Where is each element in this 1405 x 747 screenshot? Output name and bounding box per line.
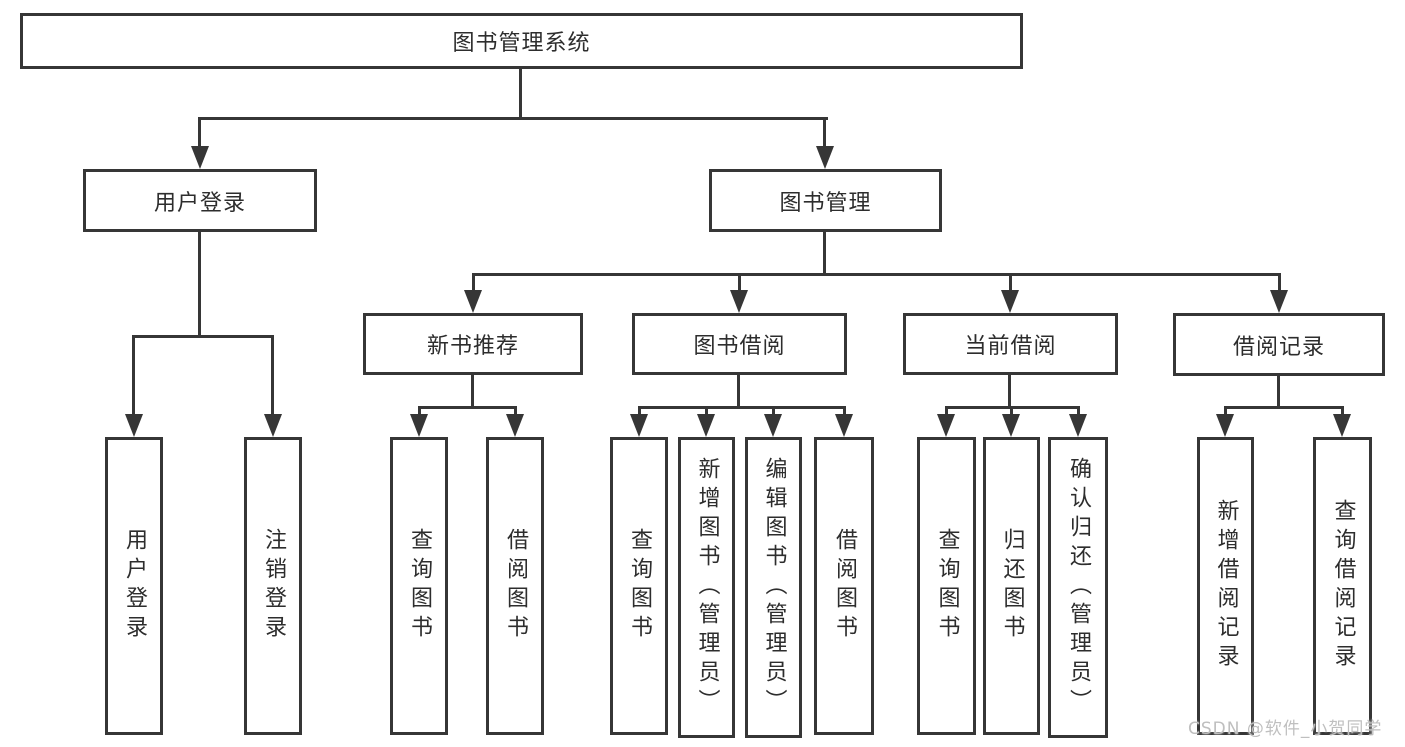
leaf-add-borrow-record: 新增借阅记录 — [1197, 437, 1254, 735]
arrowhead-icon — [506, 414, 524, 437]
arrowhead-icon — [191, 146, 209, 169]
arrowhead-icon — [1270, 290, 1288, 313]
arrowhead-icon — [125, 414, 143, 437]
node-label: 编辑图书（管理员） — [761, 457, 787, 718]
node-label: 新书推荐 — [426, 334, 519, 359]
leaf-query-books-current: 查询图书 — [917, 437, 976, 735]
node-label: 用户登录 — [122, 528, 147, 644]
node-new-book-recommendation: 新书推荐 — [363, 313, 583, 375]
connector-line — [418, 406, 421, 420]
connector-line — [737, 375, 740, 406]
connector-line — [638, 406, 641, 420]
arrowhead-icon — [1001, 290, 1019, 313]
connector-line — [823, 117, 826, 152]
connector-line — [472, 273, 1281, 276]
node-label: 查询图书 — [934, 528, 960, 644]
connector-line — [772, 406, 775, 420]
connector-line — [418, 406, 517, 409]
connector-line — [1008, 375, 1011, 406]
connector-line — [1077, 406, 1080, 420]
connector-line — [514, 406, 517, 420]
connector-line — [705, 406, 708, 420]
connector-line — [1277, 376, 1280, 406]
connector-line — [1224, 406, 1227, 420]
node-label: 新增借阅记录 — [1213, 499, 1239, 673]
connector-line — [198, 117, 828, 120]
connector-line — [472, 273, 475, 295]
leaf-return-books: 归还图书 — [983, 437, 1040, 735]
node-label: 图书管理系统 — [452, 31, 591, 56]
node-label: 当前借阅 — [964, 334, 1057, 359]
connector-line — [1009, 273, 1012, 295]
leaf-add-books-admin: 新增图书（管理员） — [678, 437, 735, 738]
node-book-borrowing: 图书借阅 — [632, 313, 847, 375]
node-root-library-management-system: 图书管理系统 — [20, 13, 1023, 69]
arrowhead-icon — [1216, 414, 1234, 437]
arrowhead-icon — [264, 414, 282, 437]
node-label: 查询图书 — [407, 528, 432, 644]
leaf-query-books-newbook: 查询图书 — [390, 437, 448, 735]
node-user-login-module: 用户登录 — [83, 169, 317, 232]
arrowhead-icon — [764, 414, 782, 437]
connector-line — [1341, 406, 1344, 420]
connector-line — [945, 406, 948, 420]
connector-line — [823, 232, 826, 273]
node-label: 注销登录 — [261, 528, 286, 644]
node-label: 查询图书 — [627, 528, 652, 644]
connector-line — [843, 406, 846, 420]
connector-line — [638, 406, 846, 409]
connector-line — [198, 117, 201, 152]
leaf-borrow-books-borrow: 借阅图书 — [814, 437, 874, 735]
leaf-user-login: 用户登录 — [105, 437, 163, 735]
node-label: 确认归还（管理员） — [1066, 457, 1091, 718]
node-borrowing-records: 借阅记录 — [1173, 313, 1385, 376]
connector-line — [471, 375, 474, 406]
connector-line — [738, 273, 741, 295]
arrowhead-icon — [697, 414, 715, 437]
arrowhead-icon — [464, 290, 482, 313]
node-label: 借阅记录 — [1232, 334, 1325, 360]
arrowhead-icon — [630, 414, 648, 437]
node-label: 查询借阅记录 — [1330, 499, 1356, 673]
connector-line — [132, 335, 274, 338]
arrowhead-icon — [730, 290, 748, 313]
leaf-confirm-return-admin: 确认归还（管理员） — [1048, 437, 1108, 738]
leaf-edit-books-admin: 编辑图书（管理员） — [745, 437, 802, 738]
connector-line — [1224, 406, 1344, 409]
arrowhead-icon — [835, 414, 853, 437]
connector-line — [519, 69, 522, 117]
node-label: 用户登录 — [153, 190, 246, 216]
connector-line — [132, 335, 135, 419]
arrowhead-icon — [1002, 414, 1020, 437]
node-current-borrowing: 当前借阅 — [903, 313, 1118, 375]
arrowhead-icon — [937, 414, 955, 437]
node-label: 借阅图书 — [832, 528, 857, 644]
arrowhead-icon — [1069, 414, 1087, 437]
connector-line — [1010, 406, 1013, 420]
connector-line — [198, 232, 201, 335]
leaf-borrow-books-newbook: 借阅图书 — [486, 437, 544, 735]
leaf-logout: 注销登录 — [244, 437, 302, 735]
node-book-management-module: 图书管理 — [709, 169, 942, 232]
node-label: 新增图书（管理员） — [694, 457, 720, 718]
node-label: 借阅图书 — [503, 528, 528, 644]
arrowhead-icon — [816, 146, 834, 169]
arrowhead-icon — [410, 414, 428, 437]
node-label: 归还图书 — [999, 528, 1025, 644]
connector-line — [1278, 273, 1281, 295]
csdn-watermark: CSDN @软件_小贺同学 — [1188, 719, 1383, 739]
leaf-query-borrow-record: 查询借阅记录 — [1313, 437, 1372, 735]
node-label: 图书借阅 — [693, 334, 786, 359]
node-label: 图书管理 — [779, 190, 872, 216]
leaf-query-books-borrow: 查询图书 — [610, 437, 668, 735]
connector-line — [271, 335, 274, 419]
arrowhead-icon — [1333, 414, 1351, 437]
